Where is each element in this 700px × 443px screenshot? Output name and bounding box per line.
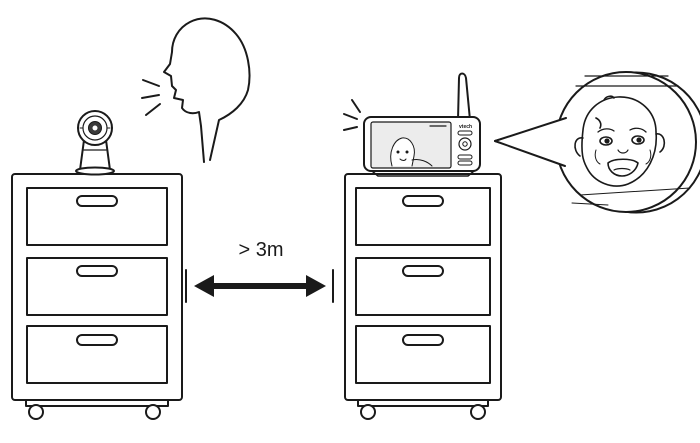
monitor-sound-waves-icon	[343, 99, 361, 131]
baby-camera-icon	[75, 110, 115, 176]
distance-indicator: > 3m	[185, 239, 334, 303]
right-drawer-1	[355, 187, 491, 246]
monitor-screen-baby-icon	[390, 137, 433, 167]
monitor-button-top	[457, 130, 473, 136]
parent-head-icon	[163, 17, 251, 163]
double-arrow-icon	[194, 275, 326, 297]
monitor-antenna	[457, 72, 471, 121]
left-cabinet-base	[25, 399, 169, 407]
monitor-button-mid	[457, 154, 473, 160]
speech-sound-waves-icon	[141, 79, 161, 116]
right-wheel-right	[470, 404, 486, 420]
left-wheel-right	[145, 404, 161, 420]
right-cabinet-base	[357, 399, 489, 407]
monitor-dpad	[458, 137, 472, 151]
baby-face-icon	[574, 95, 666, 187]
left-wheel-left	[28, 404, 44, 420]
right-drawer-1-handle	[402, 195, 444, 207]
left-drawer-3-handle	[76, 334, 118, 346]
left-drawer-2	[26, 257, 168, 316]
right-wheel-left	[360, 404, 376, 420]
right-cabinet	[344, 173, 502, 420]
left-cabinet	[11, 173, 183, 420]
right-drawer-2	[355, 257, 491, 316]
left-drawer-1	[26, 187, 168, 246]
monitor-brand: vtech	[459, 124, 472, 130]
left-drawer-2-handle	[76, 265, 118, 277]
baby-face-callout	[494, 71, 700, 214]
monitor-button-bottom	[457, 160, 473, 166]
left-drawer-1-handle	[76, 195, 118, 207]
right-drawer-3-handle	[402, 334, 444, 346]
parent-monitor-icon: vtech	[363, 72, 481, 177]
right-drawer-2-handle	[402, 265, 444, 277]
distance-label: > 3m	[238, 239, 283, 261]
